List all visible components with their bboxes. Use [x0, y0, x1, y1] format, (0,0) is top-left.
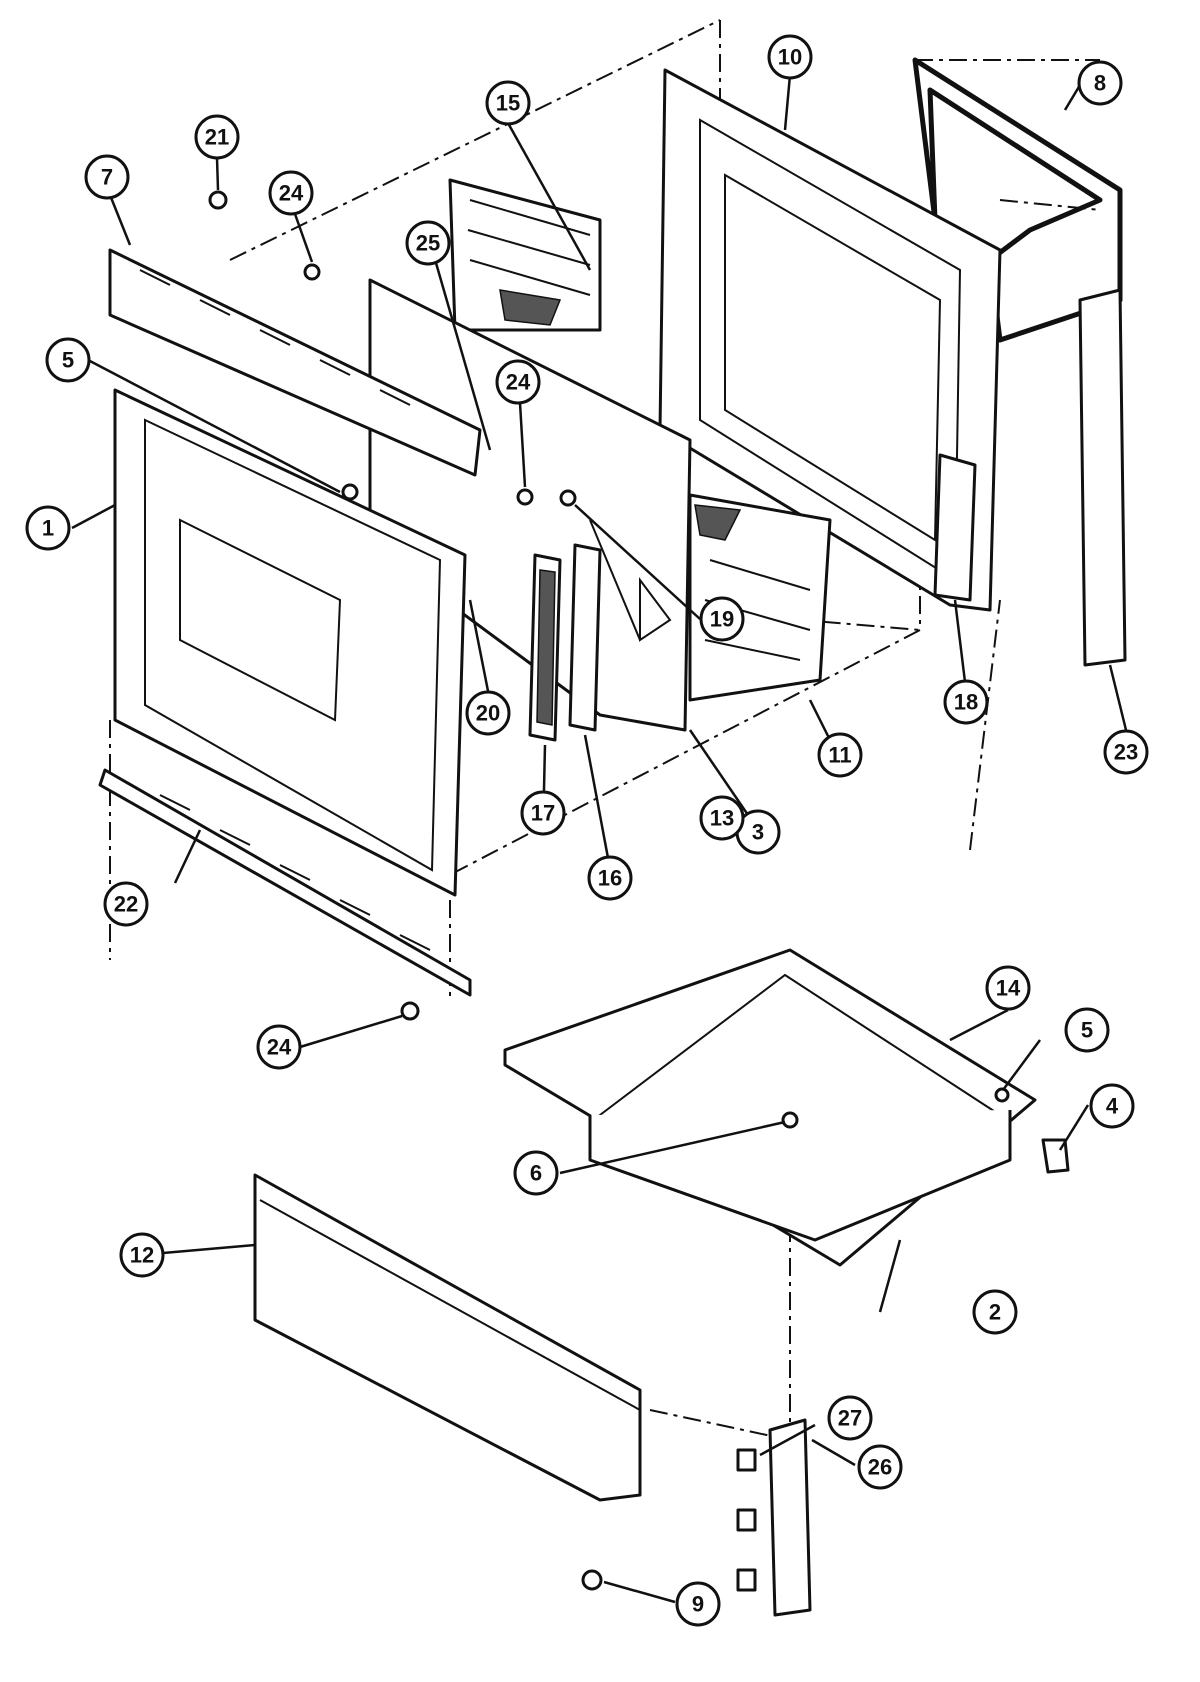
- callout-10: 10: [767, 34, 813, 80]
- svg-text:1: 1: [42, 516, 54, 541]
- svg-text:12: 12: [130, 1243, 154, 1268]
- svg-text:17: 17: [531, 801, 555, 826]
- svg-text:8: 8: [1094, 71, 1106, 96]
- callout-6: 6: [513, 1150, 559, 1196]
- callout-22: 22: [103, 881, 149, 927]
- callout-4: 4: [1089, 1083, 1135, 1129]
- part-vent-strip: [568, 543, 602, 732]
- part-bottom-trim: [98, 768, 472, 997]
- svg-text:14: 14: [996, 976, 1021, 1001]
- callouts: 1 2 3 4 5 5 6 7 8 9 10 11 12 13 14 15 16…: [25, 34, 1149, 1627]
- svg-text:26: 26: [868, 1455, 892, 1480]
- callout-25: 25: [405, 220, 451, 266]
- part-insulation-pad: [448, 178, 602, 332]
- callout-12: 12: [119, 1232, 165, 1278]
- part-side-trim: [1078, 288, 1127, 667]
- svg-text:27: 27: [838, 1406, 862, 1431]
- callout-20: 20: [465, 690, 511, 736]
- svg-text:11: 11: [828, 743, 851, 768]
- callout-1: 1: [25, 505, 71, 551]
- svg-text:15: 15: [496, 91, 520, 116]
- part-drawer-front: [253, 1173, 642, 1502]
- callout-11: 11: [817, 732, 863, 778]
- part-drawer: [503, 948, 1037, 1267]
- svg-text:3: 3: [752, 820, 764, 845]
- svg-text:13: 13: [710, 806, 734, 831]
- part-inner-door-panel: [368, 278, 692, 732]
- callout-24-bottom: 24: [256, 1024, 302, 1070]
- callout-15: 15: [485, 80, 531, 126]
- svg-text:24: 24: [506, 370, 531, 395]
- callout-17: 17: [520, 790, 566, 836]
- callout-8: 8: [1077, 60, 1123, 106]
- leader-lines: [71, 74, 1128, 1604]
- callout-9: 9: [675, 1581, 721, 1627]
- svg-text:9: 9: [692, 1592, 704, 1617]
- callout-14: 14: [985, 965, 1031, 1011]
- svg-text:19: 19: [710, 607, 734, 632]
- svg-text:16: 16: [598, 866, 622, 891]
- svg-text:20: 20: [476, 701, 500, 726]
- part-drawer-side: [736, 1418, 812, 1617]
- callout-16: 16: [587, 855, 633, 901]
- svg-text:24: 24: [279, 181, 304, 206]
- part-gasket: [912, 57, 1123, 343]
- callout-5b: 5: [1064, 1007, 1110, 1053]
- svg-text:22: 22: [114, 892, 138, 917]
- svg-text:6: 6: [530, 1161, 542, 1186]
- callout-24-top: 24: [268, 170, 314, 216]
- svg-text:23: 23: [1114, 740, 1138, 765]
- svg-text:4: 4: [1106, 1094, 1119, 1119]
- svg-text:10: 10: [778, 45, 802, 70]
- part-seal-strip: [528, 553, 562, 742]
- callout-21: 21: [194, 114, 240, 160]
- part-hinge: [933, 453, 977, 602]
- callout-18: 18: [943, 679, 989, 725]
- callout-5: 5: [45, 337, 91, 383]
- svg-text:21: 21: [205, 125, 229, 150]
- callout-24-mid: 24: [495, 359, 541, 405]
- callout-2: 2: [972, 1289, 1018, 1335]
- fasteners: [208, 190, 1070, 1591]
- svg-text:24: 24: [267, 1035, 292, 1060]
- part-door-frame: [658, 68, 1002, 612]
- svg-text:18: 18: [954, 690, 978, 715]
- svg-text:2: 2: [989, 1300, 1001, 1325]
- callout-7: 7: [84, 154, 130, 200]
- svg-text:5: 5: [62, 348, 74, 373]
- svg-text:25: 25: [416, 231, 440, 256]
- callout-13: 13: [699, 795, 745, 841]
- part-insulation: [688, 493, 832, 702]
- callout-23: 23: [1103, 729, 1149, 775]
- svg-text:7: 7: [101, 165, 113, 190]
- callout-27: 27: [827, 1395, 873, 1441]
- svg-text:5: 5: [1081, 1018, 1093, 1043]
- callout-19: 19: [699, 596, 745, 642]
- callout-26: 26: [857, 1444, 903, 1490]
- part-top-trim: [108, 248, 482, 477]
